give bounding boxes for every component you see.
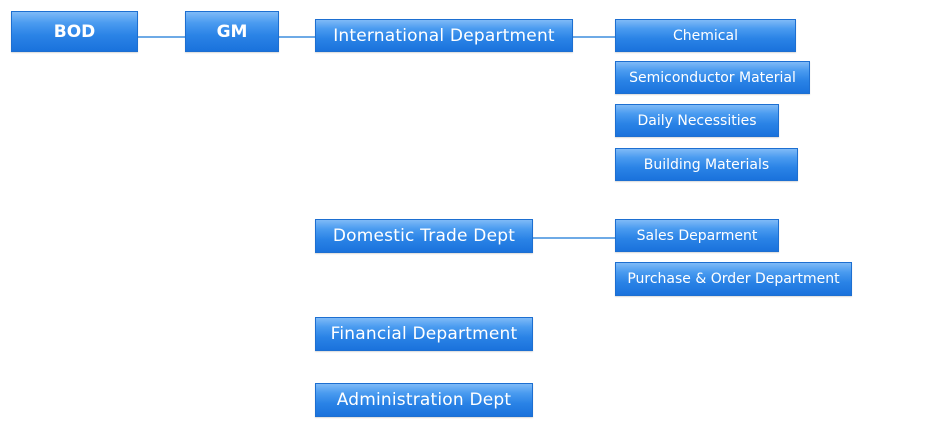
international-department-box: International Department [315, 19, 573, 52]
financial-department-box: Financial Department [315, 317, 533, 351]
purchase-order-department-box: Purchase & Order Department [615, 262, 852, 296]
administration-dept-box: Administration Dept [315, 383, 533, 417]
semiconductor-material-box: Semiconductor Material [615, 61, 810, 94]
domestic-trade-dept-box: Domestic Trade Dept [315, 219, 533, 253]
sales-deparment-box: Sales Deparment [615, 219, 779, 252]
daily-necessities-box: Daily Necessities [615, 104, 779, 137]
gm-box: GM [185, 11, 279, 52]
chemical-box: Chemical [615, 19, 796, 52]
building-materials-box: Building Materials [615, 148, 798, 181]
bod-box: BOD [11, 11, 138, 52]
